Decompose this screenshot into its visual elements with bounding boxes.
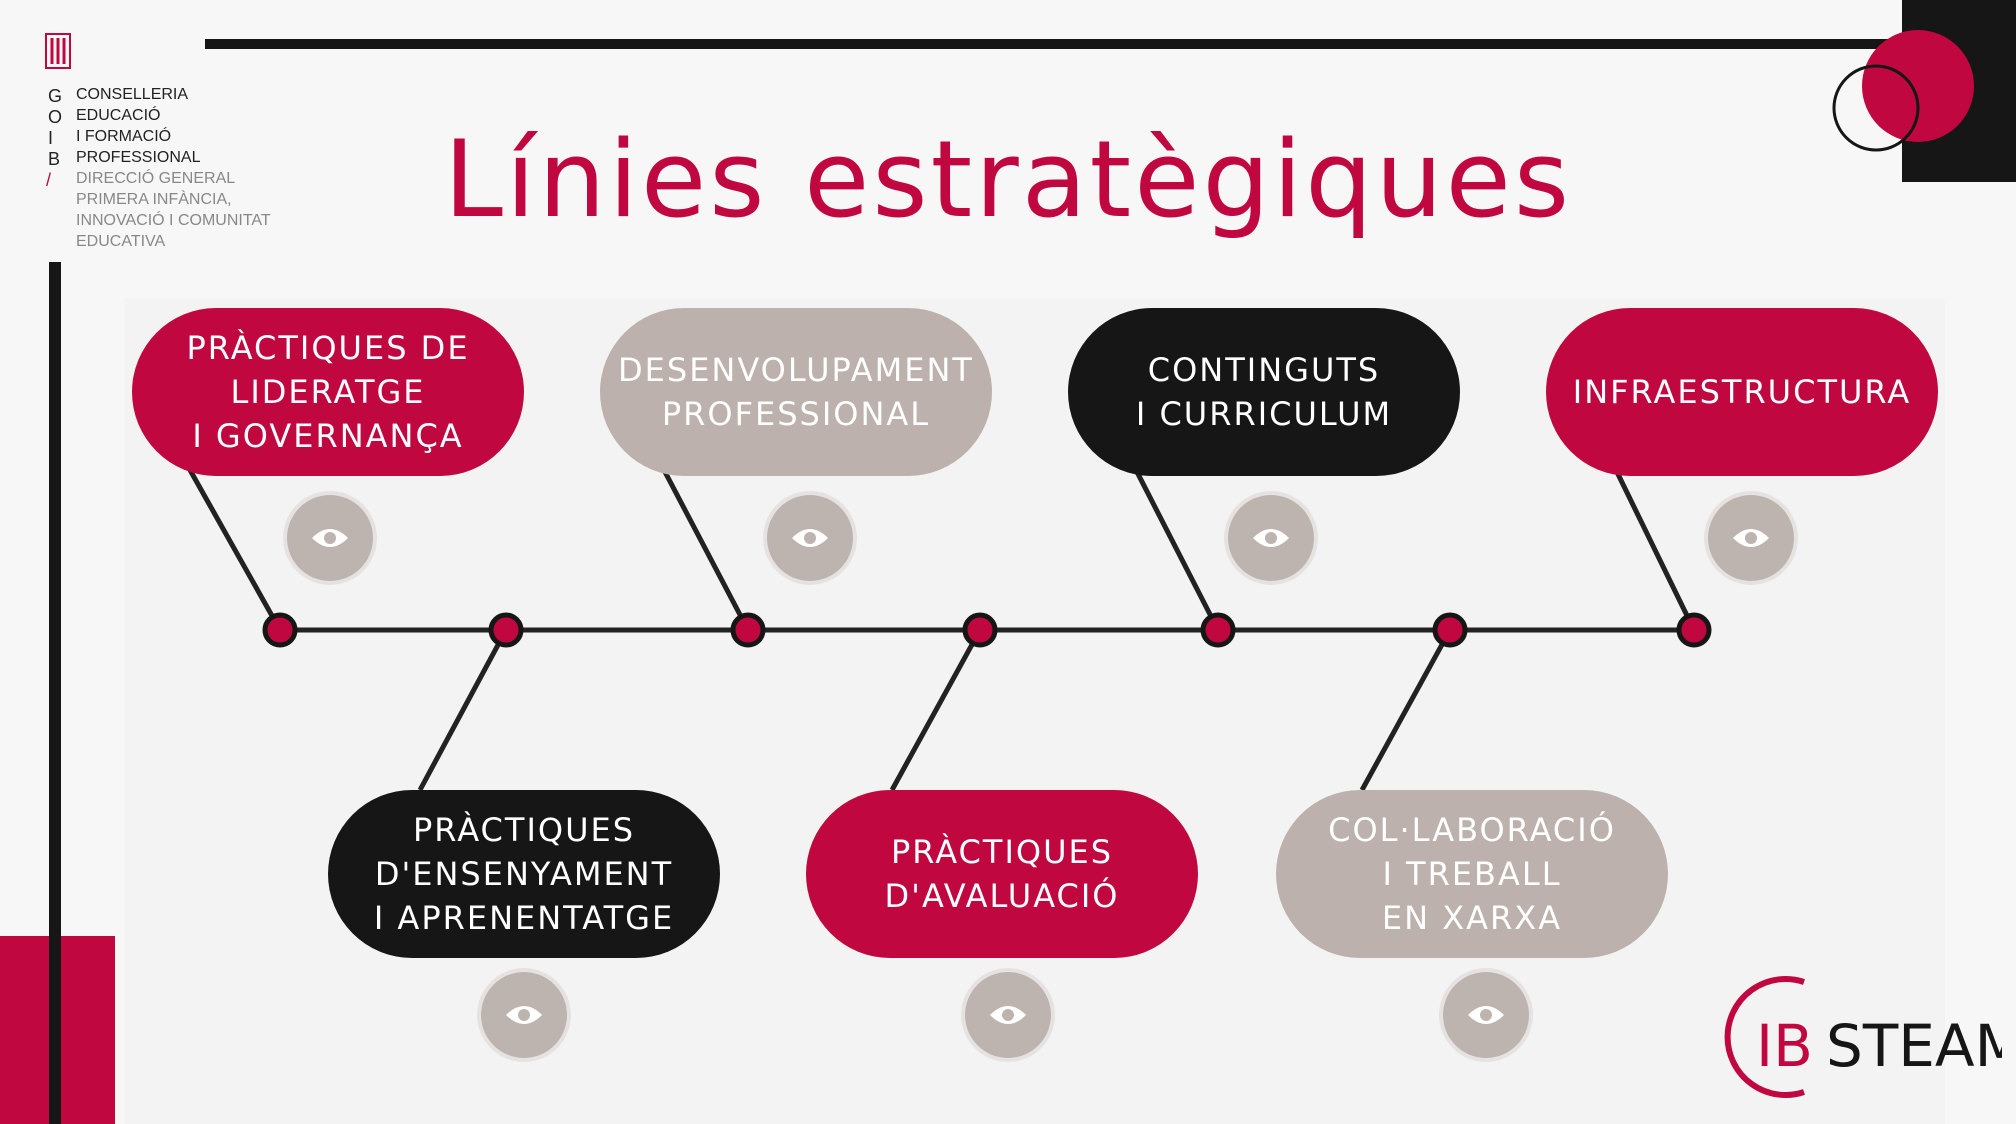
timeline-node	[488, 612, 524, 648]
connector-line	[187, 468, 283, 632]
logo-text: CONSELLERIA EDUCACIÓ I FORMACIÓ PROFESSI…	[76, 84, 271, 252]
line-item-infraestructura[interactable]: INFRAESTRUCTURA	[1546, 308, 1938, 476]
line-item-ensenyament[interactable]: PRÀCTIQUES D'ENSENYAMENT I APRENENTATGE	[328, 790, 720, 958]
view-button[interactable]	[1443, 972, 1529, 1058]
connector-line	[1133, 468, 1221, 632]
left-bar-bottom	[49, 936, 61, 1124]
connector-line	[417, 628, 509, 792]
view-button[interactable]	[1228, 495, 1314, 581]
connector-line	[889, 628, 983, 792]
timeline-node	[730, 612, 766, 648]
logo-letters: G O I B	[48, 86, 63, 170]
view-button[interactable]	[481, 972, 567, 1058]
eye-icon	[1468, 1006, 1504, 1024]
goib-emblem-icon	[45, 33, 71, 69]
timeline-node	[1200, 612, 1236, 648]
ibsteam-suffix: STEAM	[1826, 1012, 2002, 1080]
view-button[interactable]	[767, 495, 853, 581]
decorative-circles	[1832, 30, 1974, 152]
eye-icon	[506, 1006, 542, 1024]
left-bar	[49, 262, 61, 1124]
eye-icon	[1253, 529, 1289, 547]
line-item-desenvolupament[interactable]: DESENVOLUPAMENT PROFESSIONAL	[600, 308, 992, 476]
view-button[interactable]	[287, 495, 373, 581]
line-item-lideratge[interactable]: PRÀCTIQUES DE LIDERATGE I GOVERNANÇA	[132, 308, 524, 476]
eye-icon	[1733, 529, 1769, 547]
line-item-avaluacio[interactable]: PRÀCTIQUES D'AVALUACIÓ	[806, 790, 1198, 958]
header-bar	[205, 39, 1906, 49]
logo-line: CONSELLERIA	[76, 86, 189, 103]
logo-letter: B	[48, 149, 62, 169]
logo-subline: PRIMERA INFÀNCIA,	[76, 191, 232, 208]
eye-icon	[312, 529, 348, 547]
logo-subline: EDUCATIVA	[76, 233, 166, 250]
logo-line: PROFESSIONAL	[76, 149, 201, 166]
timeline-node	[1676, 612, 1712, 648]
connector-line	[1613, 468, 1697, 632]
logo-letter: G	[48, 86, 64, 106]
page-title: Línies estratègiques	[443, 118, 1573, 241]
ibsteam-arc	[1724, 976, 1805, 1098]
line-item-continguts[interactable]: CONTINGUTS I CURRICULUM	[1068, 308, 1460, 476]
timeline-node	[1432, 612, 1468, 648]
timeline-node	[962, 612, 998, 648]
connector-line	[661, 468, 751, 632]
logo-line: I FORMACIÓ	[76, 128, 172, 145]
logo-line: EDUCACIÓ	[76, 107, 161, 124]
timeline-node	[262, 612, 298, 648]
logo-letter: O	[48, 107, 64, 127]
eye-icon	[990, 1006, 1026, 1024]
view-button[interactable]	[1708, 495, 1794, 581]
connector-line	[1359, 628, 1453, 792]
line-item-collaboracio[interactable]: COL·LABORACIÓ I TREBALL EN XARXA	[1276, 790, 1668, 958]
ibsteam-logo: IB STEAM	[1724, 976, 2002, 1098]
logo-letter: I	[48, 128, 55, 148]
logo-subline: INNOVACIÓ I COMUNITAT	[76, 212, 271, 229]
ibsteam-prefix: IB	[1756, 1012, 1813, 1080]
logo-slash: /	[46, 170, 52, 190]
view-button[interactable]	[965, 972, 1051, 1058]
eye-icon	[792, 529, 828, 547]
logo-subline: DIRECCIÓ GENERAL	[76, 170, 236, 187]
